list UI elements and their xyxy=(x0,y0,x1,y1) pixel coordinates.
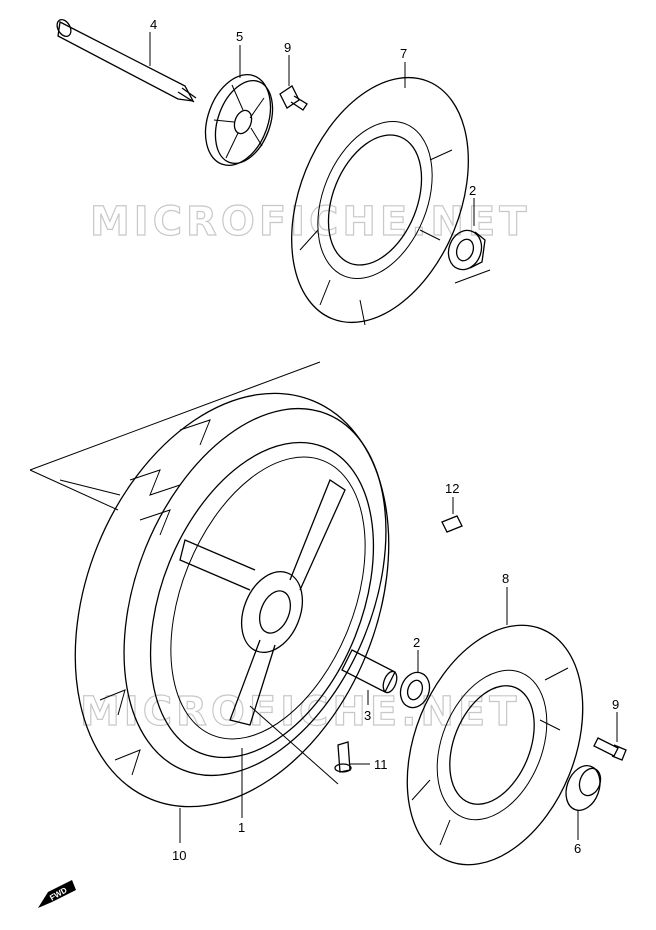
watermark-bottom: MICROFICHE.NET xyxy=(80,689,521,735)
hub-collar[interactable] xyxy=(560,761,606,840)
tire[interactable] xyxy=(17,346,447,853)
callout-2-lower: 2 xyxy=(413,635,420,650)
callout-6: 6 xyxy=(574,841,581,856)
callout-1: 1 xyxy=(238,820,245,835)
bearing-upper[interactable] xyxy=(443,198,487,274)
callout-10: 10 xyxy=(172,848,186,863)
brake-disc-lower[interactable] xyxy=(374,587,616,891)
spacer[interactable] xyxy=(341,649,399,705)
valve-cap[interactable] xyxy=(441,497,463,533)
bearing-lower[interactable] xyxy=(396,650,435,712)
callout-3: 3 xyxy=(364,708,371,723)
callout-12: 12 xyxy=(445,481,459,496)
axis-guide-upper xyxy=(29,361,321,511)
center-hub-plate[interactable] xyxy=(194,45,283,174)
callout-5: 5 xyxy=(236,29,243,44)
axle-shaft[interactable] xyxy=(54,17,197,103)
disc-bolt-top[interactable] xyxy=(279,55,308,111)
forward-arrow-icon: FWD xyxy=(38,880,76,908)
axis-guide-lower xyxy=(454,269,491,284)
callout-4: 4 xyxy=(150,17,157,32)
tire-valve[interactable] xyxy=(334,741,370,773)
callout-9-lower: 9 xyxy=(612,697,619,712)
wheel-rim[interactable] xyxy=(107,410,416,818)
callout-9-top: 9 xyxy=(284,40,291,55)
brake-disc-upper[interactable] xyxy=(258,51,502,348)
disc-bolt-lower[interactable] xyxy=(593,712,627,761)
callout-11: 11 xyxy=(374,757,388,772)
callout-8: 8 xyxy=(502,571,509,586)
callout-7: 7 xyxy=(400,46,407,61)
callout-2-top: 2 xyxy=(469,183,476,198)
